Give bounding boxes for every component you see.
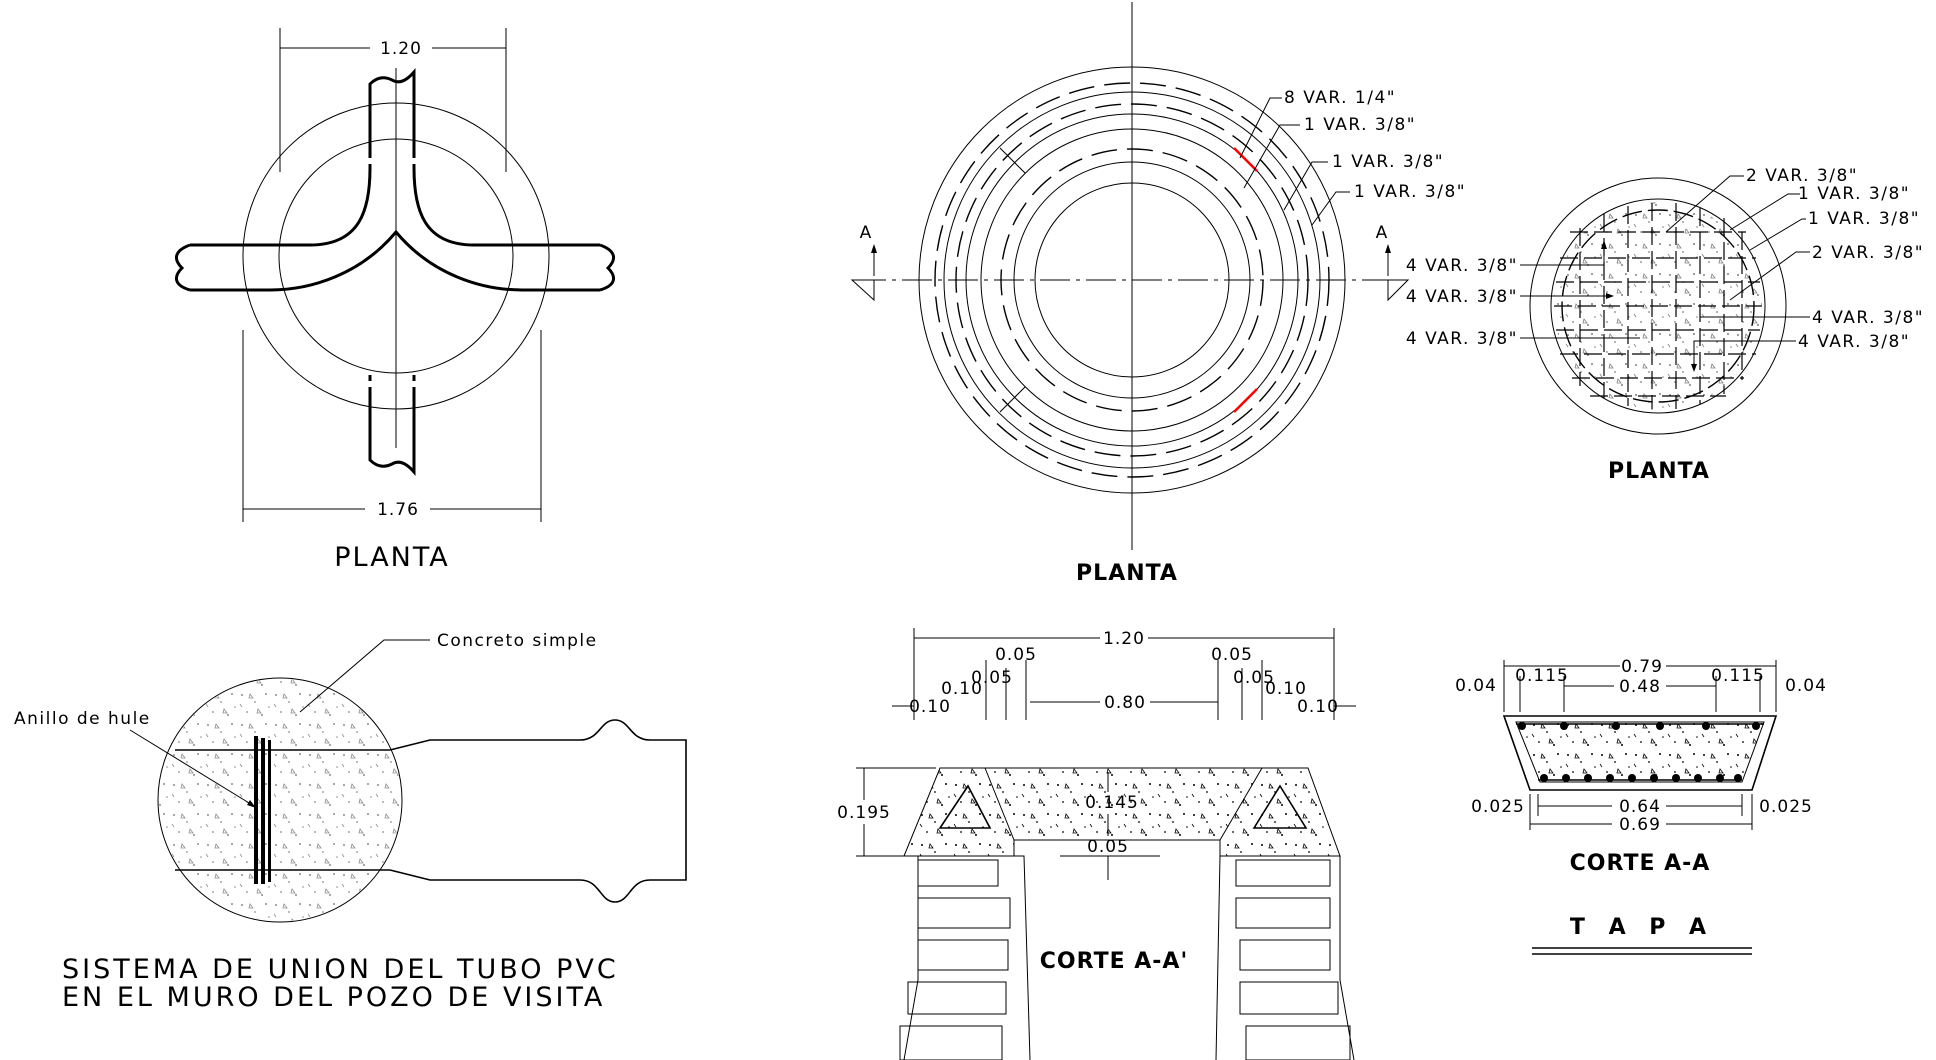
dim-0-05-top-right: 0.05: [1211, 645, 1253, 665]
label-concreto-simple: Concreto simple: [437, 631, 598, 651]
dim-0-10-b: 0.10: [909, 697, 951, 717]
title-tapa: T A P A: [1570, 915, 1714, 940]
drawing-section-a-a: 1.20 0.05 0.05 0.05 0.05 0.10 0.10 0.10 …: [837, 628, 1356, 1060]
drawing-plan-manhole: A A 8 VAR. 1/4" 1 VAR. 3/8" 1 VAR. 3/8" …: [850, 2, 1466, 586]
callout-1-var-3-8-c: 1 VAR. 3/8": [1354, 182, 1466, 202]
dim-0-145: 0.145: [1085, 793, 1139, 813]
dim-0-05-top-left: 0.05: [995, 645, 1037, 665]
dim-0-69: 0.69: [1619, 815, 1661, 835]
callout-l-4-var-3-8-a: 4 VAR. 3/8": [1406, 256, 1518, 276]
callout-r-4-var-3-8-b: 4 VAR. 3/8": [1798, 332, 1910, 352]
drawing-pvc-joint: Concreto simple Anillo de hule SISTEMA D…: [14, 631, 687, 1013]
dim-0-115-left: 0.115: [1515, 666, 1569, 686]
section-mark-a-left: A: [860, 223, 873, 243]
dim-0-195: 0.195: [837, 803, 891, 823]
callout-r-2-var-3-8-a: 2 VAR. 3/8": [1746, 166, 1858, 186]
dim-1-76: 1.76: [377, 500, 419, 520]
callout-1-var-3-8-a: 1 VAR. 3/8": [1304, 115, 1416, 135]
caption-line-1: SISTEMA DE UNION DEL TUBO PVC: [62, 954, 619, 985]
dim-0-64: 0.64: [1619, 797, 1661, 817]
title-planta-2: PLANTA: [1076, 561, 1178, 586]
title-corte-a-a: CORTE A-A: [1570, 851, 1711, 876]
dim-0-48: 0.48: [1619, 677, 1661, 697]
callout-l-4-var-3-8-b: 4 VAR. 3/8": [1406, 287, 1518, 307]
title-planta-3: PLANTA: [1608, 459, 1710, 484]
callout-r-4-var-3-8-a: 4 VAR. 3/8": [1812, 308, 1924, 328]
dim-0-04-right: 0.04: [1785, 676, 1827, 696]
title-planta-1: PLANTA: [334, 542, 449, 573]
dim-0-025-left: 0.025: [1471, 797, 1525, 817]
dim-0-05-mid-right: 0.05: [1233, 668, 1275, 688]
caption-line-2: EN EL MURO DEL POZO DE VISITA: [62, 982, 605, 1013]
dim-0-10-d: 0.10: [1297, 697, 1339, 717]
title-corte-a-a-prime: CORTE A-A': [1040, 949, 1188, 974]
drawing-section-lid: 0.79 0.04 0.04 0.115 0.115 0.48 0.64 0.0…: [1455, 657, 1827, 955]
section-mark-a-right: A: [1376, 223, 1389, 243]
dim-0-05-mid-left: 0.05: [971, 668, 1013, 688]
label-anillo-de-hule: Anillo de hule: [14, 709, 151, 729]
dim-0-115-right: 0.115: [1711, 666, 1765, 686]
dim-0-025-right: 0.025: [1759, 797, 1813, 817]
callout-r-2-var-3-8-b: 2 VAR. 3/8": [1812, 243, 1924, 263]
dim-0-80: 0.80: [1104, 693, 1146, 713]
dim-1-20: 1.20: [380, 39, 422, 59]
callout-l-4-var-3-8-c: 4 VAR. 3/8": [1406, 329, 1518, 349]
callout-r-1-var-3-8-b: 1 VAR. 3/8": [1808, 209, 1920, 229]
dim-0-10-c: 0.10: [1265, 679, 1307, 699]
dim-0-04-left: 0.04: [1455, 676, 1497, 696]
dim-0-79: 0.79: [1621, 657, 1663, 677]
dim-0-05-bottom: 0.05: [1087, 837, 1129, 857]
callout-r-1-var-3-8-a: 1 VAR. 3/8": [1798, 184, 1910, 204]
dim-overall-1-20: 1.20: [1103, 629, 1145, 649]
drawing-plan-pipe-junction: 1.20 1.76 PLANTA: [174, 28, 616, 573]
callout-1-var-3-8-b: 1 VAR. 3/8": [1332, 152, 1444, 172]
drawing-plan-lid: 2 VAR. 3/8" 1 VAR. 3/8" 1 VAR. 3/8" 2 VA…: [1406, 166, 1924, 484]
dim-0-10-a: 0.10: [941, 679, 983, 699]
callout-8-var-1-4: 8 VAR. 1/4": [1284, 88, 1396, 108]
